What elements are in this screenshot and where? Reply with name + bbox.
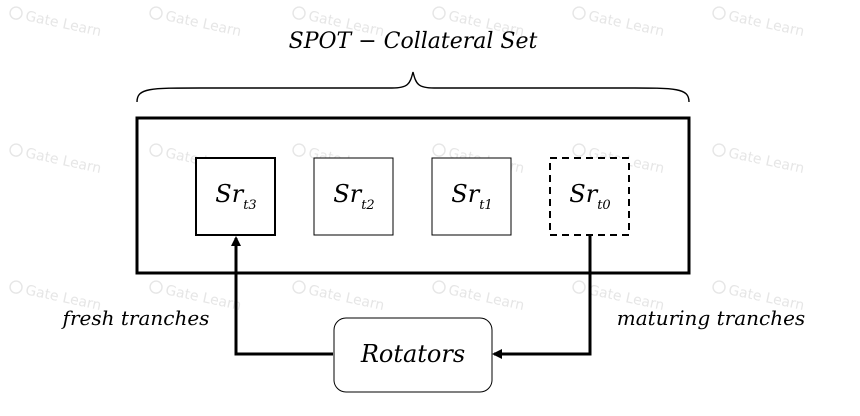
svg-text:Gate Learn: Gate Learn: [307, 282, 386, 314]
tranche-subscript: t0: [597, 198, 611, 213]
svg-text:Srt0: Srt0: [569, 180, 610, 213]
svg-text:Gate Learn: Gate Learn: [24, 8, 103, 40]
rotators-label: Rotators: [360, 340, 465, 368]
tranche-sr-t0: Srt0: [549, 157, 630, 236]
watermark: Gate Learn: [712, 6, 806, 40]
watermark: Gate Learn: [149, 6, 243, 40]
watermark: Gate Learn: [9, 6, 103, 40]
tranche-base-label: Sr: [215, 180, 244, 208]
watermark: Gate Learn: [9, 143, 103, 177]
tranche-sr-t2: Srt2: [313, 157, 394, 236]
svg-text:Gate Learn: Gate Learn: [587, 8, 666, 40]
svg-text:Srt1: Srt1: [451, 180, 492, 213]
svg-text:Gate Learn: Gate Learn: [727, 145, 806, 177]
set-brace: [136, 71, 690, 103]
tranche-base-label: Sr: [569, 180, 598, 208]
tranche-sr-t1: Srt1: [431, 157, 512, 236]
collateral-set-box: [135, 116, 691, 275]
svg-text:Srt3: Srt3: [215, 180, 256, 213]
svg-text:Gate Learn: Gate Learn: [727, 8, 806, 40]
svg-text:Gate Learn: Gate Learn: [24, 145, 103, 177]
tranche-subscript: t3: [243, 198, 257, 213]
maturing-flow-arrow: [492, 236, 592, 359]
fresh-flow-arrow: [231, 236, 333, 356]
watermark: Gate Learn: [712, 143, 806, 177]
svg-text:Gate Learn: Gate Learn: [447, 282, 526, 314]
watermark: Gate Learn: [432, 280, 526, 314]
maturing-tranches-label: maturing tranches: [617, 306, 805, 330]
diagram-title: SPOT − Collateral Set: [289, 29, 538, 54]
fresh-tranches-label: fresh tranches: [61, 306, 210, 330]
tranche-sr-t3: Srt3: [195, 157, 276, 236]
watermark: Gate Learn: [572, 6, 666, 40]
rotators-node: Rotators: [333, 317, 493, 393]
tranche-base-label: Sr: [451, 180, 480, 208]
watermark: Gate Learn: [292, 280, 386, 314]
tranche-subscript: t2: [361, 198, 375, 213]
svg-text:Gate Learn: Gate Learn: [164, 8, 243, 40]
tranche-subscript: t1: [479, 198, 493, 213]
svg-text:Srt2: Srt2: [333, 180, 374, 213]
tranche-base-label: Sr: [333, 180, 362, 208]
